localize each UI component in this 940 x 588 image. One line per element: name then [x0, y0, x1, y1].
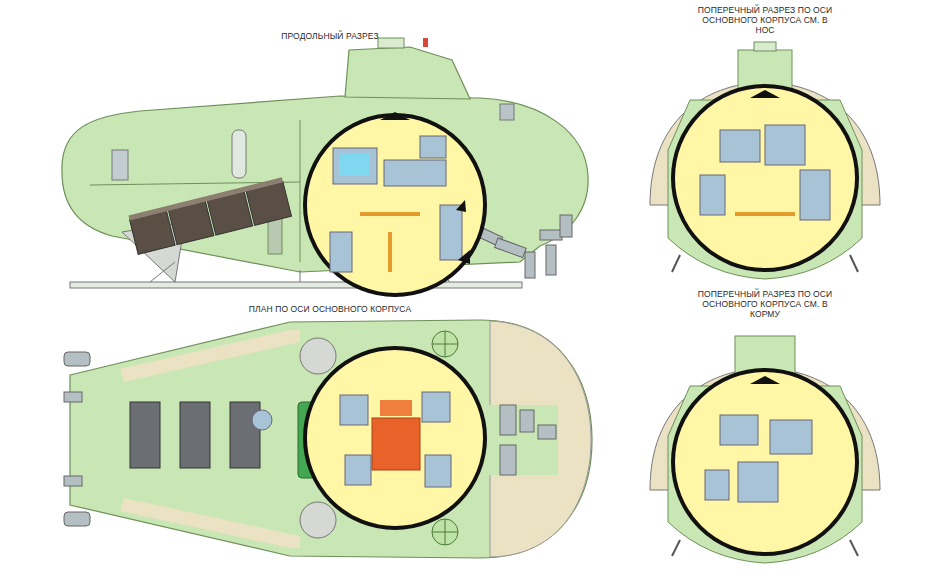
side-view-part	[300, 270, 301, 282]
plan-view-part-part	[432, 519, 458, 545]
plan-view-part	[488, 405, 558, 475]
side-view-part	[345, 47, 470, 99]
plan-view-part	[305, 348, 485, 528]
stern-cross-section-part	[750, 376, 780, 384]
side-view-part	[458, 250, 470, 264]
plan-view-part	[372, 418, 420, 470]
side-view-part	[339, 154, 369, 176]
side-view-part	[378, 38, 404, 48]
plan-view-part	[120, 330, 300, 382]
stern-cross-section-part-part	[705, 470, 729, 500]
plan-view-part-part	[500, 445, 516, 475]
stern-cross-section-part	[850, 540, 858, 556]
plan-view-part-part	[64, 512, 90, 526]
plan-view-part-part	[64, 476, 82, 486]
plan-view-part-part	[500, 405, 516, 435]
side-view-part-part	[560, 215, 572, 237]
stern-cross-section-part-part	[720, 415, 758, 445]
stern-cross-section-part-part	[770, 420, 812, 454]
bow-cross-section-part	[700, 125, 830, 220]
plan-view-part	[300, 338, 336, 374]
view-heading-slot: ПРОДОЛЬНЫЙ РАЗРЕЗ	[280, 25, 380, 43]
side-view-part	[129, 177, 292, 254]
plan-view-part-part	[425, 455, 451, 487]
view-heading: ПОПЕРЕЧНЫЙ РАЗРЕЗ ПО ОСИ ОСНОВНОГО КОРПУ…	[695, 5, 835, 36]
side-view-part-part	[129, 177, 284, 220]
side-view	[62, 38, 588, 295]
side-view-part-part	[440, 205, 462, 260]
side-view-part-part	[495, 238, 527, 258]
plan-view-part-part	[432, 331, 458, 357]
plan-view-part	[340, 392, 451, 487]
plan-view-part-part	[445, 519, 446, 545]
plan-view-part-part	[130, 402, 160, 468]
plan-view-part	[500, 405, 556, 475]
side-view-part	[300, 120, 301, 262]
side-view-part	[150, 262, 175, 282]
side-view-part-part	[333, 148, 377, 184]
plan-view-part-part	[180, 402, 210, 468]
bow-cross-section-part	[750, 90, 780, 98]
side-view-part-part	[420, 136, 446, 158]
bow-cross-section-part-part	[765, 125, 805, 165]
side-view-part-part	[330, 232, 352, 272]
side-view-part-part	[540, 230, 562, 240]
bow-cross-section	[650, 42, 880, 279]
bow-cross-section-part-part	[720, 130, 760, 162]
side-view-part-part	[525, 252, 535, 278]
side-view-part	[500, 104, 514, 120]
stern-cross-section-part	[705, 415, 812, 502]
plan-view-part	[70, 320, 592, 558]
plan-view-part-part	[445, 331, 446, 357]
plan-view-part	[252, 410, 272, 430]
side-view-part	[423, 38, 428, 47]
plan-view-part-part	[64, 392, 82, 402]
stern-cross-section	[650, 336, 880, 563]
side-view-part	[380, 112, 410, 120]
side-view-part-part	[384, 160, 446, 186]
bow-cross-section-part	[754, 42, 776, 51]
stern-cross-section-part-part	[738, 462, 778, 502]
bow-cross-section-part	[673, 86, 857, 270]
view-heading-slot: ПЛАН ПО ОСИ ОСНОВНОГО КОРПУСА	[248, 298, 413, 316]
stern-cross-section-part	[673, 370, 857, 554]
plan-view-part	[120, 498, 300, 548]
plan-view-part-part	[422, 392, 450, 422]
plan-view-part	[300, 502, 336, 538]
bow-cross-section-part	[850, 255, 858, 272]
plan-view-part	[64, 352, 90, 526]
side-view-part	[70, 282, 522, 288]
side-view-part	[305, 115, 485, 295]
plan-view-part	[130, 402, 260, 468]
view-heading: ПРОДОЛЬНЫЙ РАЗРЕЗ	[281, 31, 378, 41]
plan-view-part-part	[345, 455, 371, 485]
stern-cross-section-part	[672, 540, 680, 556]
view-heading: ПЛАН ПО ОСИ ОСНОВНОГО КОРПУСА	[249, 304, 411, 314]
bow-cross-section-part-part	[800, 170, 830, 220]
plan-view-part-part	[64, 352, 90, 366]
side-view-part	[388, 232, 392, 272]
view-heading-slot: ПОПЕРЕЧНЫЙ РАЗРЕЗ ПО ОСИ ОСНОВНОГО КОРПУ…	[694, 5, 836, 37]
bow-cross-section-part	[735, 212, 795, 216]
side-view-part	[232, 130, 246, 178]
bow-cross-section-part-part	[700, 175, 725, 215]
plan-view-part-part	[340, 395, 368, 425]
plan-view-part	[380, 400, 412, 416]
view-heading-slot: ПОПЕРЕЧНЫЙ РАЗРЕЗ ПО ОСИ ОСНОВНОГО КОРПУ…	[694, 289, 836, 321]
side-view-part-part	[546, 245, 556, 275]
bow-cross-section-part	[672, 255, 680, 272]
view-heading: ПОПЕРЕЧНЫЙ РАЗРЕЗ ПО ОСИ ОСНОВНОГО КОРПУ…	[695, 289, 835, 320]
side-view-part	[330, 136, 462, 272]
plan-view-part-part	[538, 425, 556, 439]
plan-view	[64, 320, 592, 558]
side-view-part	[456, 200, 466, 212]
side-view-part	[360, 212, 420, 216]
plan-view-part-part	[520, 410, 534, 432]
side-view-part	[112, 150, 128, 180]
